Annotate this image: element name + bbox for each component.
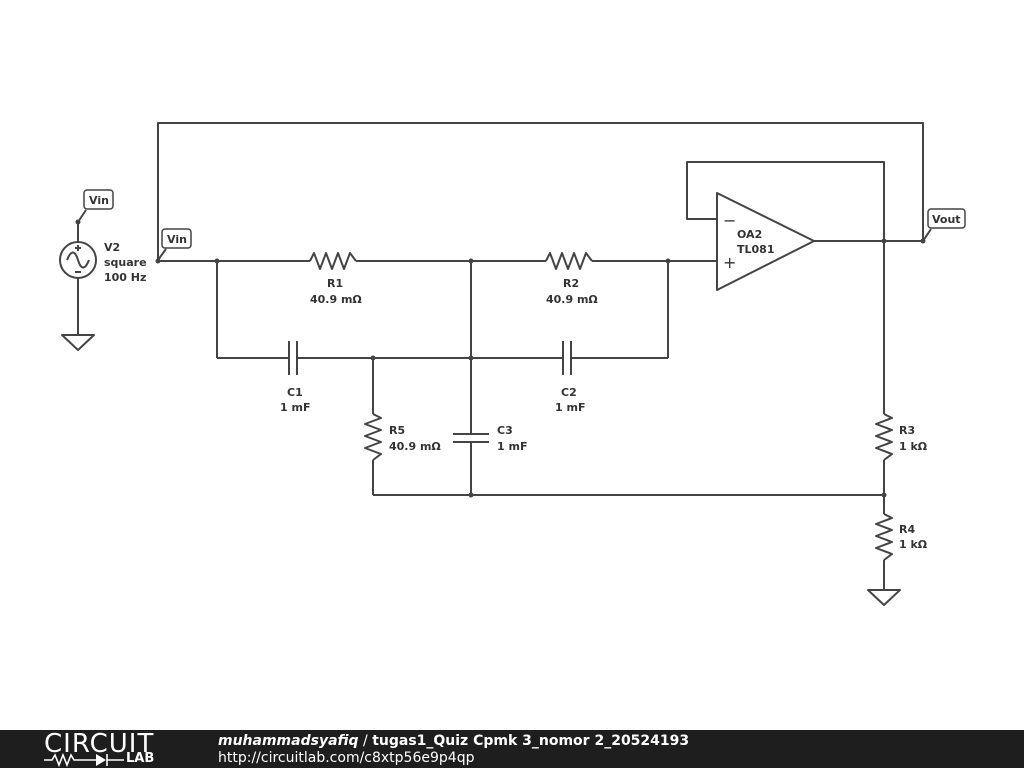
- net-flag-vout: Vout: [922, 208, 966, 242]
- r4-name-label: R4: [899, 523, 915, 536]
- oa2-model-label: TL081: [737, 243, 774, 256]
- oa2-minus-symbol: −: [723, 211, 736, 230]
- svg-text:Vin: Vin: [167, 233, 187, 246]
- r1-value-label: 40.9 mΩ: [310, 293, 362, 306]
- circuitlab-logo[interactable]: CIRCUIT LAB: [40, 730, 180, 768]
- footer-bar: CIRCUIT LAB muhammadsyafiq / tugas1_Quiz…: [0, 730, 1024, 768]
- net-flag-vin-source: Vin: [77, 189, 114, 223]
- ground-icon-right: [867, 589, 901, 606]
- author-link[interactable]: muhammadsyafiq: [218, 733, 359, 749]
- c1-value-label: 1 mF: [280, 401, 310, 414]
- r2-name-label: R2: [563, 277, 579, 290]
- r2-value-label: 40.9 mΩ: [546, 293, 598, 306]
- circuit-title[interactable]: tugas1_Quiz Cpmk 3_nomor 2_20524193: [372, 733, 690, 749]
- feedback-wire: [157, 122, 924, 260]
- r5-value-label: 40.9 mΩ: [389, 440, 441, 453]
- r3-resistor[interactable]: [875, 413, 893, 461]
- svg-text:Vin: Vin: [89, 194, 109, 207]
- c2-name-label: C2: [561, 386, 577, 399]
- logo-brand-bottom: LAB: [126, 751, 155, 766]
- r3-value-label: 1 kΩ: [899, 440, 928, 453]
- r4-resistor[interactable]: [875, 513, 893, 561]
- r1-resistor[interactable]: [309, 252, 357, 270]
- v2-name-label: V2: [104, 241, 120, 254]
- r2-resistor[interactable]: [545, 252, 593, 270]
- svg-text:Vout: Vout: [932, 213, 961, 226]
- r5-resistor[interactable]: [364, 413, 382, 461]
- circuit-title-line: muhammadsyafiq / tugas1_Quiz Cpmk 3_nomo…: [218, 732, 689, 750]
- r5-name-label: R5: [389, 424, 405, 437]
- logo-circuit-icon: [44, 753, 124, 767]
- c1-name-label: C1: [287, 386, 303, 399]
- v2-type-label: square: [104, 256, 147, 269]
- v2-freq-label: 100 Hz: [104, 271, 146, 284]
- circuit-url[interactable]: http://circuitlab.com/c8xtp56e9p4qp: [218, 750, 475, 766]
- schematic-canvas: Vin Vin Vout V2 square 100 Hz R1 40.9 mΩ…: [59, 122, 966, 606]
- c2-value-label: 1 mF: [555, 401, 585, 414]
- ground-icon-left: [61, 334, 95, 351]
- c3-value-label: 1 mF: [497, 440, 527, 453]
- c3-name-label: C3: [497, 424, 513, 437]
- opamp-feedback-wire: [686, 161, 885, 241]
- net-flag-vin-input: Vin: [157, 228, 192, 261]
- oa2-plus-symbol: +: [723, 253, 736, 272]
- oa2-opamp[interactable]: [716, 192, 815, 291]
- r3-name-label: R3: [899, 424, 915, 437]
- r4-value-label: 1 kΩ: [899, 538, 928, 551]
- title-separator: /: [358, 733, 373, 749]
- logo-brand-top: CIRCUIT: [44, 729, 155, 759]
- oa2-name-label: OA2: [737, 228, 762, 241]
- r1-name-label: R1: [327, 277, 343, 290]
